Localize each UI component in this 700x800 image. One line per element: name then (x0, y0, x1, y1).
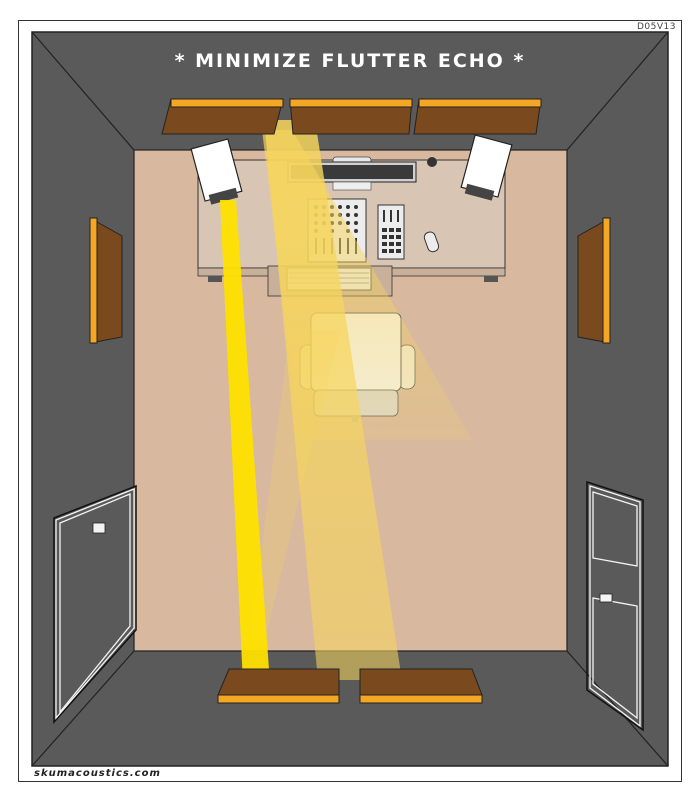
reflection-beam (262, 130, 472, 440)
flutter-echo-beam (220, 200, 270, 684)
midi-controller (377, 204, 405, 260)
right-wall-panel (577, 217, 611, 344)
diagram-code: D05V13 (637, 22, 676, 32)
right-speaker (460, 134, 513, 201)
mouse (423, 231, 440, 253)
rear-wall-panels (217, 668, 483, 704)
left-wall-panel (89, 217, 123, 344)
front-wall-panels (161, 98, 542, 135)
wall-corner-line (31, 650, 135, 767)
left-door (53, 484, 137, 724)
right-door (586, 480, 644, 732)
reflection-beam (250, 330, 340, 640)
wall-corner-line (566, 31, 669, 151)
website-label: skumacoustics.com (34, 768, 161, 779)
wall-corner-line (31, 31, 135, 151)
left-speaker (190, 138, 243, 205)
diagram-title: * MINIMIZE FLUTTER ECHO * (174, 50, 526, 72)
